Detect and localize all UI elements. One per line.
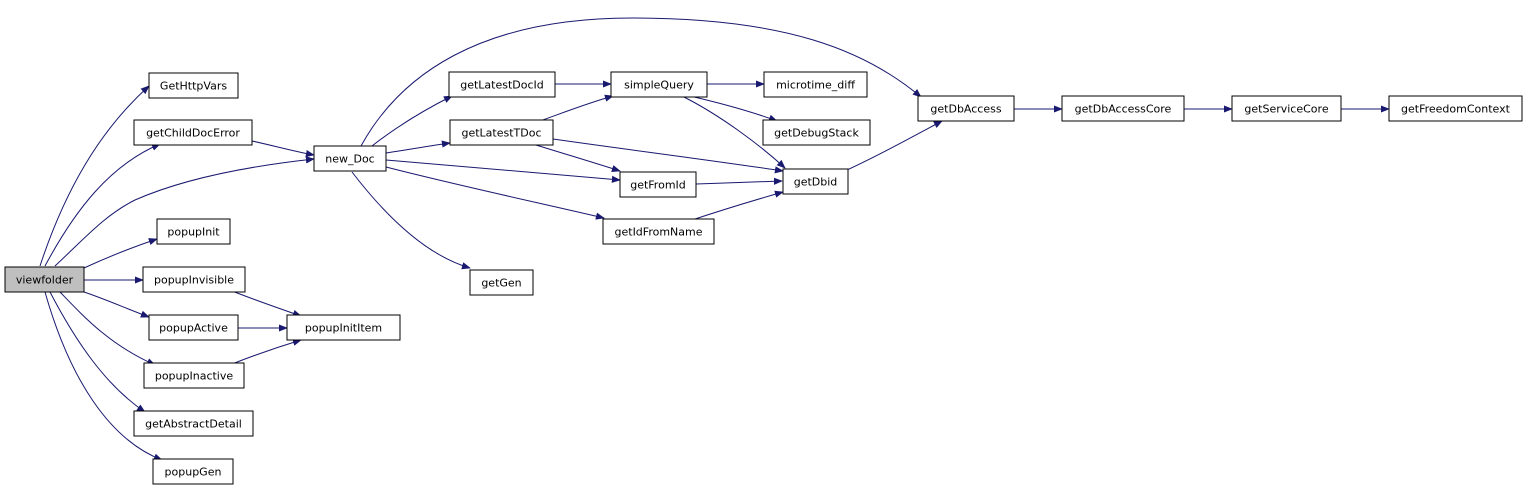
edge-getdbid-getdbaccess [846, 120, 943, 171]
node-label: getDbid [794, 176, 838, 189]
node-label: getLatestTDoc [461, 127, 541, 140]
edge-getlatesttdoc-getfromid [535, 144, 621, 172]
node-label: popupInvisible [154, 274, 234, 287]
node-getdbaccess[interactable]: getDbAccess [917, 95, 1015, 122]
edge-new_doc-getlatestdocid [371, 95, 453, 147]
edge-getlatesttdoc-getdbid [552, 138, 784, 174]
edge-viewfolder-new_doc [54, 156, 315, 267]
node-popupinititem[interactable]: popupInitItem [286, 314, 401, 341]
node-getchilddocerror[interactable]: getChildDocError [133, 119, 253, 146]
edge-popupinvisible-popupinititem [231, 290, 302, 317]
node-new_doc[interactable]: new_Doc [313, 145, 387, 172]
node-microtime_diff[interactable]: microtime_diff [763, 71, 868, 98]
node-getservicecore[interactable]: getServiceCore [1231, 95, 1342, 122]
node-label: getAbstractDetail [145, 418, 242, 431]
node-getdbaccesscore[interactable]: getDbAccessCore [1061, 95, 1185, 122]
node-label: getFreedomContext [1401, 103, 1511, 116]
node-label: popupActive [159, 322, 228, 335]
node-getlatesttdoc[interactable]: getLatestTDoc [449, 119, 554, 146]
node-gethttpvars[interactable]: GetHttpVars [148, 72, 239, 99]
node-popupinit[interactable]: popupInit [156, 218, 231, 245]
node-viewfolder[interactable]: viewfolder [4, 266, 85, 293]
node-label: getDebugStack [774, 127, 859, 140]
node-label: popupGen [165, 466, 222, 479]
node-getdbid[interactable]: getDbid [782, 168, 849, 195]
node-label: getIdFromName [615, 226, 703, 239]
node-label: getFromId [630, 179, 686, 192]
node-label: getServiceCore [1244, 103, 1328, 116]
edge-simplequery-getdbid [681, 95, 786, 169]
edge-viewfolder-popupgen [44, 291, 163, 461]
edge-getidfromname-getdbid [691, 190, 784, 221]
edge-new_doc-getfromid [385, 159, 621, 183]
node-getlatestdocid[interactable]: getLatestDocId [448, 71, 556, 98]
edge-viewfolder-popupinactive [59, 291, 156, 366]
node-label: getDbAccess [930, 103, 1001, 116]
node-label: GetHttpVars [160, 80, 227, 93]
node-label: simpleQuery [624, 79, 694, 92]
node-label: popupInit [167, 226, 220, 239]
edge-viewfolder-getchilddocerror [44, 143, 161, 267]
edge-getlatesttdoc-simplequery [539, 94, 614, 122]
edge-new_doc-getgen [351, 171, 471, 270]
nodes: viewfolder GetHttpVars getChildDocError … [4, 71, 1523, 485]
node-label: viewfolder [16, 274, 74, 287]
node-label: popupInitItem [305, 322, 382, 335]
node-label: new_Doc [325, 153, 374, 166]
edge-getchilddocerror-new_doc [251, 140, 315, 158]
node-label: getDbAccessCore [1075, 103, 1172, 116]
edge-viewfolder-gethttpvars [39, 85, 150, 267]
node-getgen[interactable]: getGen [469, 269, 534, 296]
node-getfromid[interactable]: getFromId [619, 171, 697, 198]
edges [39, 17, 1390, 461]
edge-simplequery-getdebugstack [689, 95, 778, 122]
node-getfreedomcontext[interactable]: getFreedomContext [1388, 95, 1523, 122]
node-getdebugstack[interactable]: getDebugStack [762, 119, 871, 146]
edge-viewfolder-getabstractdetail [49, 291, 146, 413]
edge-new_doc-getdbaccess [360, 17, 922, 147]
edge-popupinactive-popupinititem [231, 338, 302, 365]
node-label: getGen [481, 277, 521, 290]
node-label: popupInactive [155, 370, 234, 383]
node-popupinvisible[interactable]: popupInvisible [142, 266, 246, 293]
node-getabstractdetail[interactable]: getAbstractDetail [133, 410, 254, 437]
node-popupinactive[interactable]: popupInactive [143, 362, 245, 389]
node-label: microtime_diff [776, 79, 855, 92]
edge-viewfolder-popupactive [83, 291, 150, 318]
node-label: getLatestDocId [460, 79, 544, 92]
node-popupgen[interactable]: popupGen [152, 458, 234, 485]
node-getidfromname[interactable]: getIdFromName [602, 218, 715, 245]
edge-viewfolder-popupinit [83, 238, 158, 269]
edge-new_doc-getidfromname [385, 166, 605, 220]
edge-getfromid-getdbid [695, 177, 783, 185]
node-simplequery[interactable]: simpleQuery [610, 71, 708, 98]
node-label: getChildDocError [146, 127, 240, 140]
node-popupactive[interactable]: popupActive [148, 314, 239, 341]
edge-new_doc-getlatesttdoc [385, 140, 451, 154]
